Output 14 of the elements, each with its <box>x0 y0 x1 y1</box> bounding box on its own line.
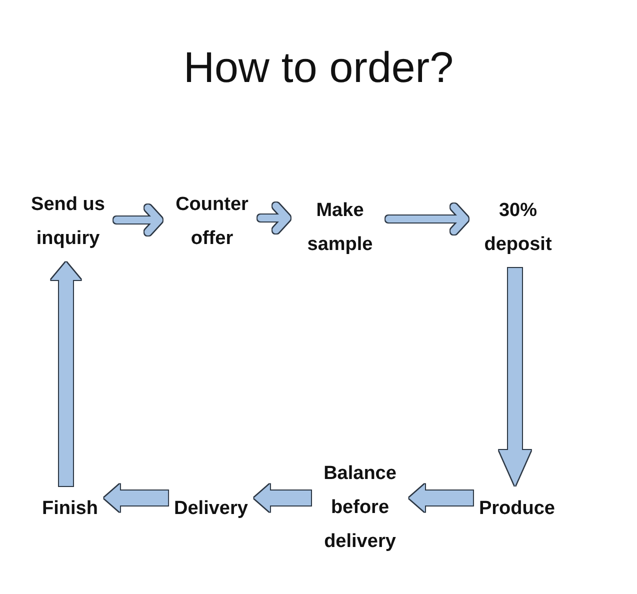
step-text: Delivery <box>174 492 248 526</box>
arrow <box>51 262 81 486</box>
step-text: 30% deposit <box>475 194 561 262</box>
arrow <box>254 484 311 512</box>
step-text: Make sample <box>297 194 383 262</box>
arrow <box>409 484 473 512</box>
arrow <box>499 268 531 486</box>
step-text: Balance before delivery <box>317 457 403 559</box>
arrow <box>104 484 168 512</box>
step-text: Finish <box>42 492 98 526</box>
diagram-title: How to order? <box>183 43 454 94</box>
step-text: Produce <box>478 492 556 526</box>
step-text: Counter offer <box>169 188 255 256</box>
step-text: Send us inquiry <box>25 188 111 256</box>
